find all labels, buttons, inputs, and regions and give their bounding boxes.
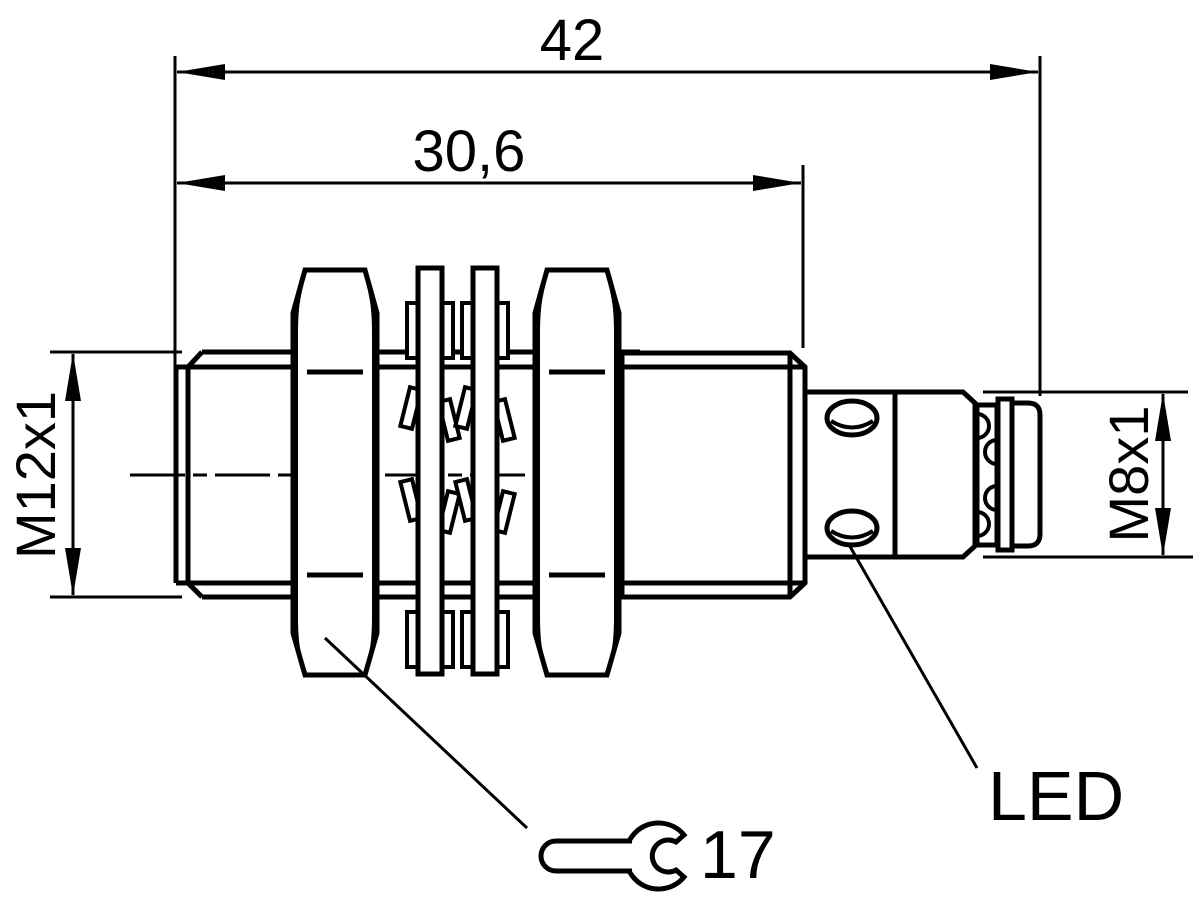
wrench-icon [538, 820, 688, 892]
arrowhead-right [753, 175, 801, 191]
connector-end-cap [1009, 400, 1043, 549]
dim-m8-label: M8x1 [1097, 406, 1160, 543]
arrowhead-left [177, 64, 225, 80]
dim-m12-label: M12x1 [4, 391, 67, 559]
hex-nut-front [290, 267, 380, 678]
arrowhead-left [177, 175, 225, 191]
arrowhead-up [65, 353, 81, 401]
led-hole-top-inner-arc [829, 419, 875, 430]
connector-section [802, 389, 1043, 560]
arrowhead-down [65, 548, 81, 596]
led-label: LED [988, 757, 1124, 835]
led-leader-line [846, 542, 979, 769]
dimension-housing-length: 30,6 [177, 119, 805, 348]
wrench-size-label: 17 [700, 817, 776, 893]
dim-306-label: 30,6 [413, 119, 526, 184]
lock-washer-rear [452, 265, 518, 677]
dim-42-label: 42 [540, 8, 605, 73]
dimension-m12-thread: M12x1 [4, 350, 182, 599]
dimension-m8-thread: M8x1 [983, 390, 1193, 559]
wrench-leader-line [323, 636, 529, 830]
arrowhead-down [1155, 508, 1171, 556]
arrowhead-right [990, 64, 1038, 80]
led-callout: LED [846, 542, 1124, 835]
led-hole-bottom-inner-arc [829, 529, 875, 540]
dimension-overall-length: 42 [173, 8, 1042, 396]
arrowhead-up [1155, 393, 1171, 441]
rear-housing [619, 350, 808, 600]
connector-knurl [974, 402, 1000, 548]
led-hole-top [824, 398, 880, 438]
wrench-callout: 17 [323, 636, 776, 893]
lock-washer-front [397, 265, 463, 677]
led-hole-bottom [824, 508, 880, 548]
hex-nut-rear [532, 267, 622, 678]
